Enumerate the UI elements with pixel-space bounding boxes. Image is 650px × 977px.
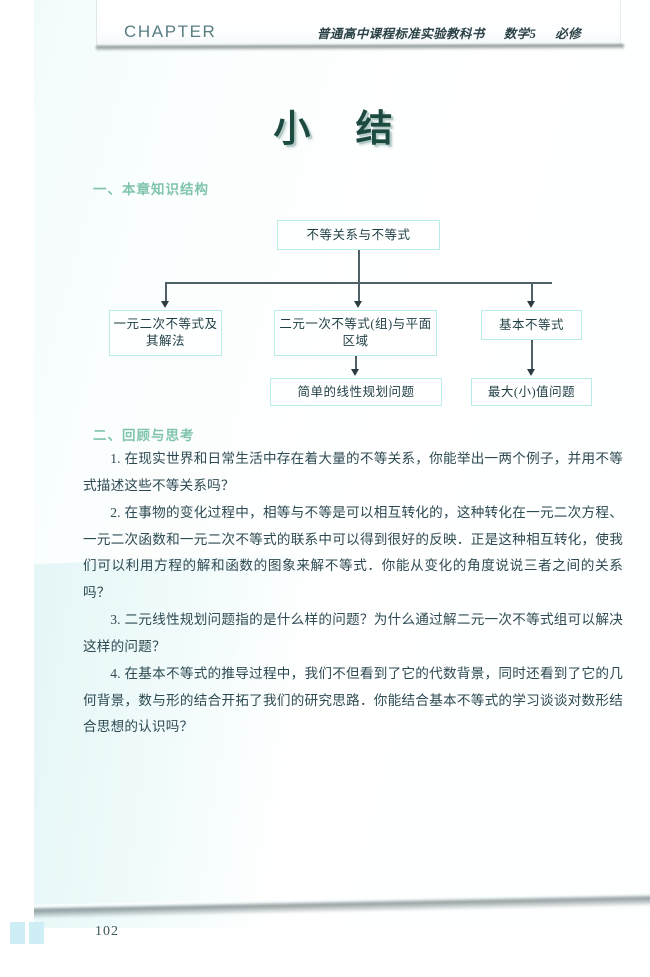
connector-basic-to-maxmin	[531, 340, 533, 371]
connector-drop-right	[531, 282, 533, 303]
connector-root-stem	[358, 250, 360, 283]
flow-box-linear-programming: 简单的线性规划问题	[270, 378, 442, 406]
flow-box-basic-inequality: 基本不等式	[481, 310, 582, 340]
flow-box-root: 不等关系与不等式	[277, 220, 440, 250]
chapter-label: CHAPTER	[124, 22, 217, 41]
header-series-title: 普通高中课程标准实验教科书 数学5 必修	[317, 23, 581, 42]
scanned-page-sheet: CHAPTER 普通高中课程标准实验教科书 数学5 必修 小 结 一、本章知识结…	[34, 0, 650, 928]
header-band-shadow	[95, 44, 625, 51]
volume-text: 必修	[555, 27, 582, 41]
page-header-band	[96, 0, 621, 46]
review-questions-list: 1. 在现实世界和日常生活中存在着大量的不等关系，你能举出一两个例子，并用不等式…	[83, 446, 623, 742]
page-title: 小 结	[273, 109, 411, 150]
review-question-item: 4. 在基本不等式的推导过程中，我们不但看到了它的代数背景，同时还看到了它的几何…	[83, 666, 623, 734]
arrowhead-to-quadratic	[161, 301, 169, 308]
page-number: 102	[95, 924, 119, 939]
connector-drop-left	[165, 282, 167, 303]
flow-box-max-min-value: 最大(小)值问题	[471, 378, 592, 406]
review-question-item: 2. 在事物的变化过程中，相等与不等是可以相互转化的，这种转化在一元二次方程、一…	[83, 505, 623, 600]
review-question-item: 3. 二元线性规划问题指的是什么样的问题？为什么通过解二元一次不等式组可以解决这…	[83, 612, 623, 654]
flow-box-linear-region: 二元一次不等式(组)与平面区域	[274, 310, 437, 356]
arrowhead-to-basic	[527, 301, 535, 308]
folio-decoration-bars	[10, 922, 44, 944]
folio-bar	[10, 922, 25, 944]
arrowhead-to-max-min	[527, 369, 535, 376]
connector-linear-to-lp	[355, 356, 357, 371]
review-question-item: 1. 在现实世界和日常生活中存在着大量的不等关系，你能举出一两个例子，并用不等式…	[83, 451, 623, 493]
section-heading-review-reflect: 二、回顾与思考	[93, 428, 195, 443]
knowledge-structure-flowchart: 不等关系与不等式 一元二次不等式及其解法 二元一次不等式(组)与平面区域 基本不…	[34, 210, 650, 415]
folio-bar	[29, 922, 44, 944]
arrowhead-to-linear-programming	[351, 369, 359, 376]
flow-box-quadratic-inequality: 一元二次不等式及其解法	[109, 310, 222, 356]
subject-text: 数学5	[503, 27, 537, 41]
connector-drop-middle	[358, 282, 360, 303]
arrowhead-to-linear-region	[354, 301, 362, 308]
series-title-text: 普通高中课程标准实验教科书	[317, 27, 485, 41]
section-heading-knowledge-structure: 一、本章知识结构	[93, 182, 209, 197]
